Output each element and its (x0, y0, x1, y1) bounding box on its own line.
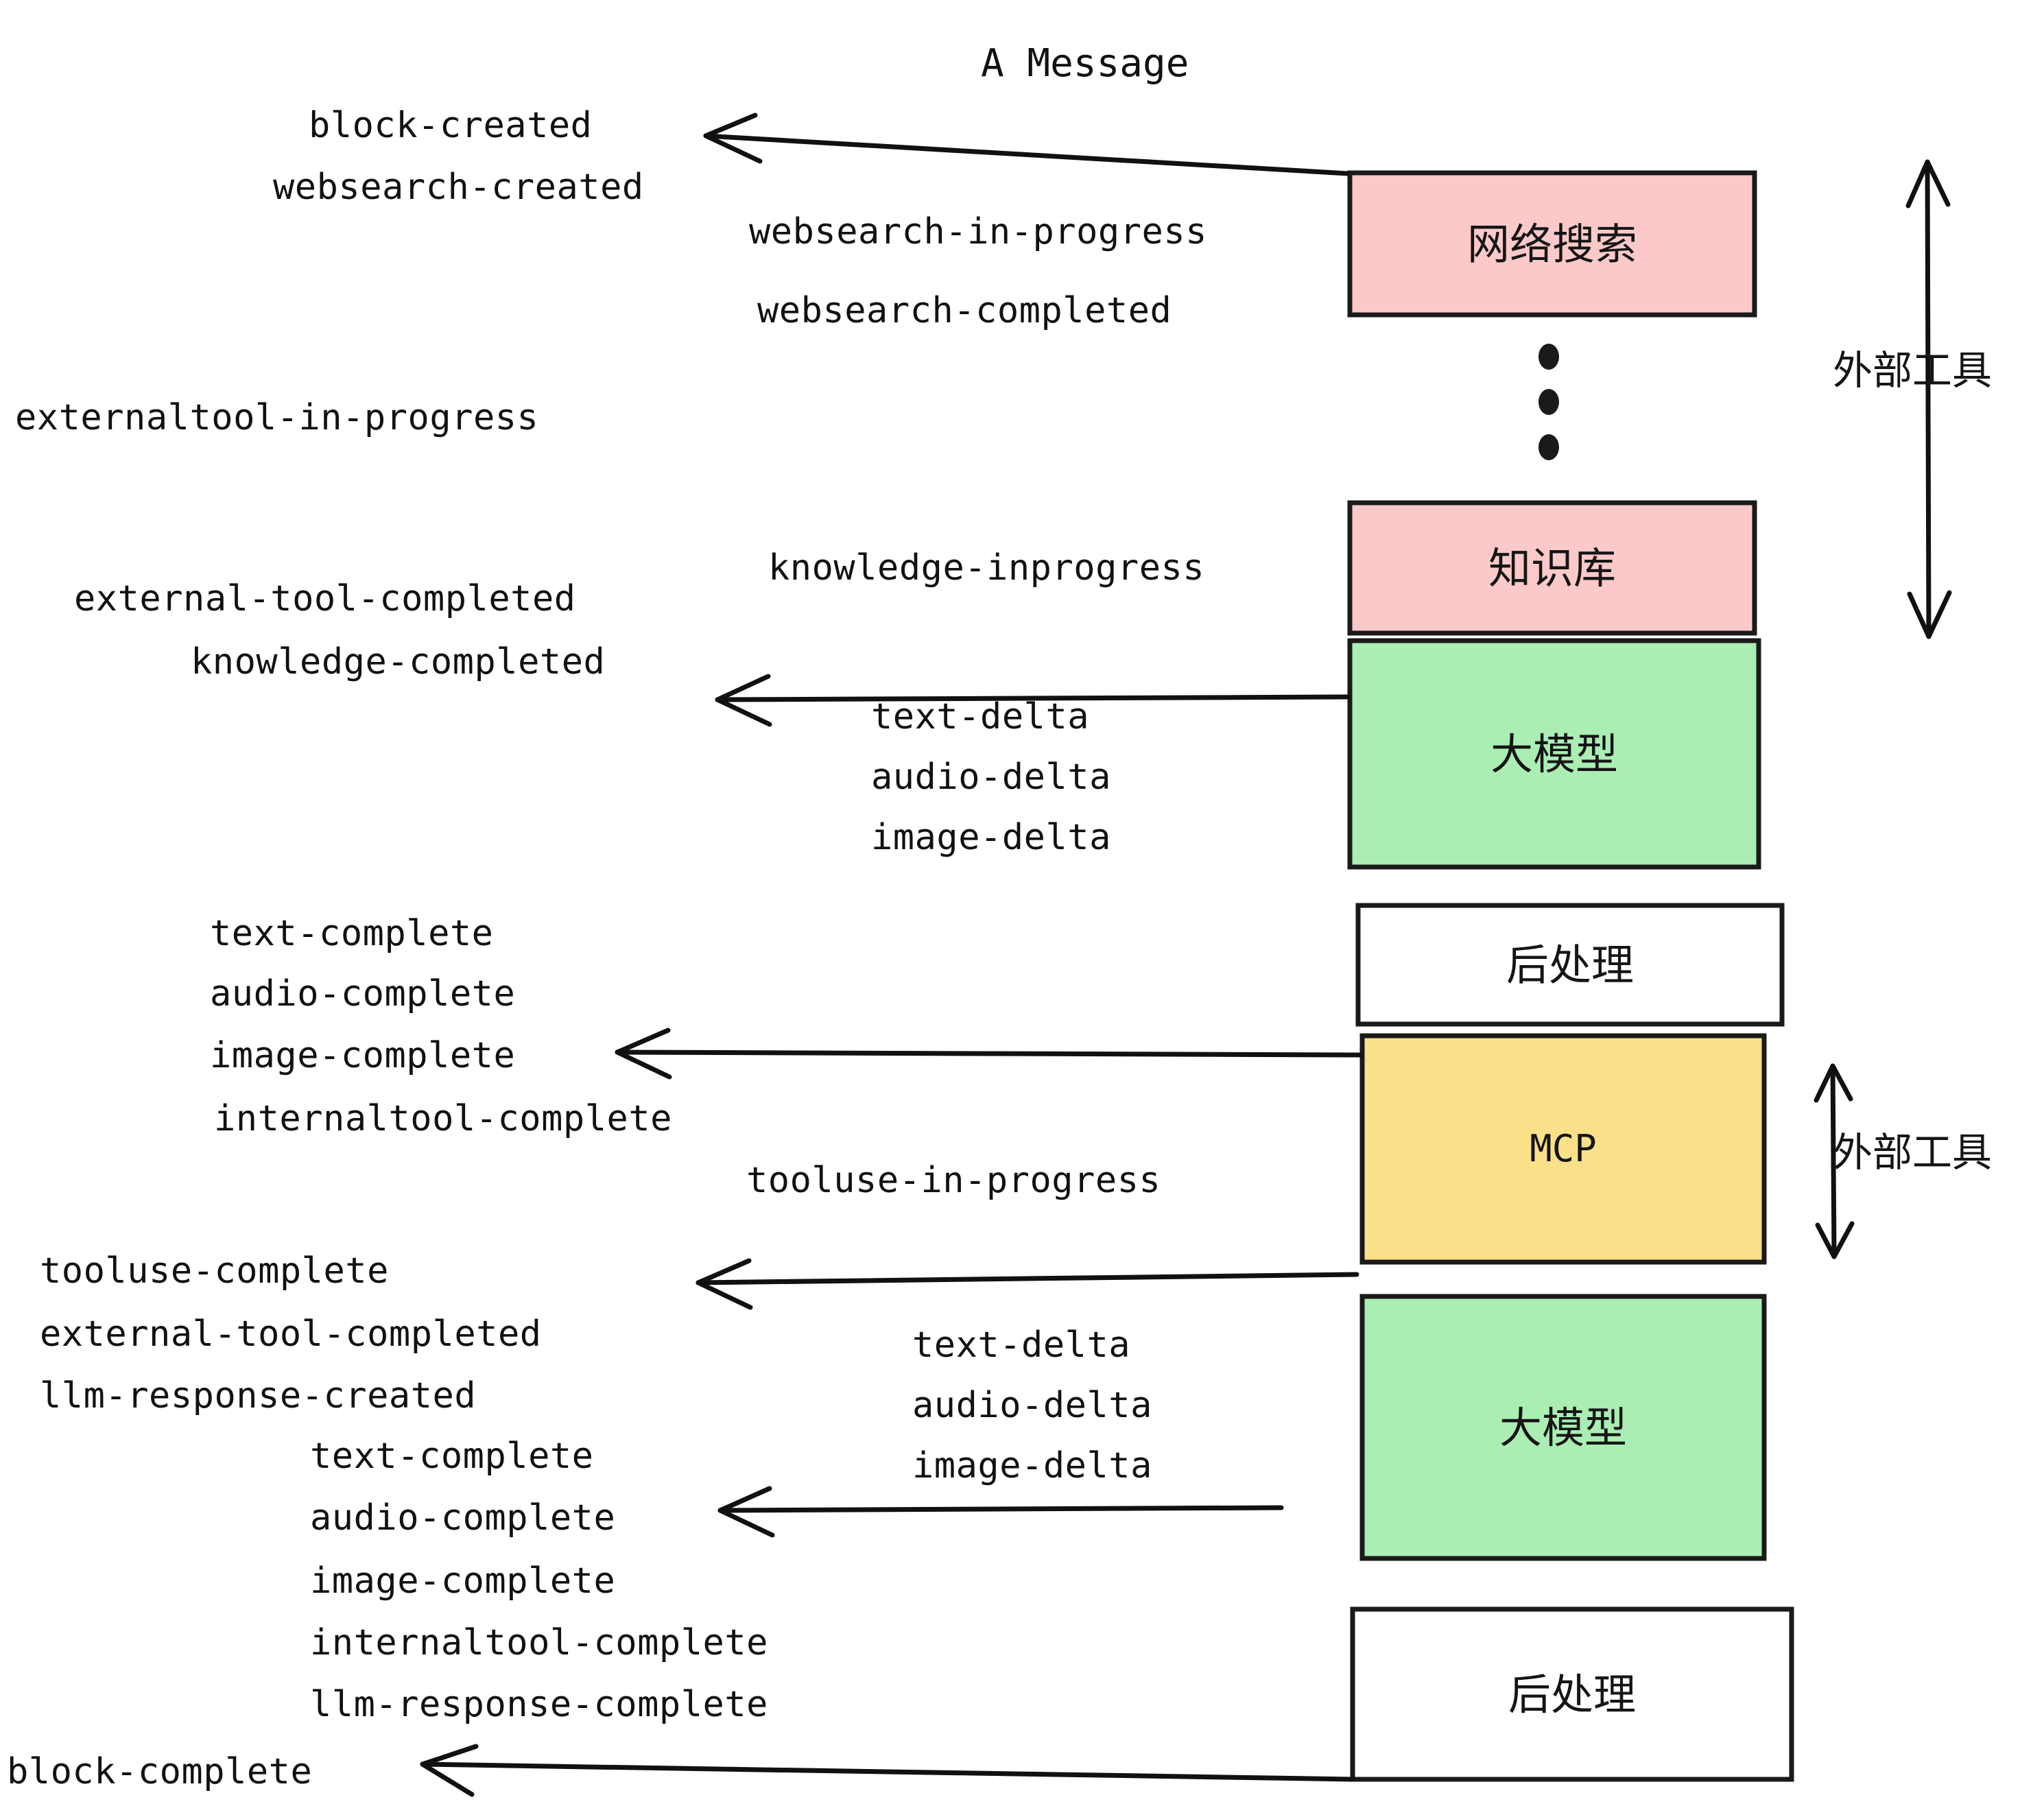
event-label-externaltool-in-progress: externaltool-in-progress (15, 397, 538, 438)
event-label-external-tool-completed-2: external-tool-completed (40, 1314, 542, 1355)
event-label-knowledge-inprogress: knowledge-inprogress (768, 547, 1204, 589)
event-label-audio-delta-1: audio-delta (871, 757, 1111, 798)
event-label-image-delta-1: image-delta (871, 817, 1111, 858)
node-postprocess-first[interactable]: 后处理 (1355, 903, 1785, 1027)
event-label-audio-complete-2: audio-complete (310, 1497, 615, 1539)
node-box-postprocess-second[interactable] (1350, 1606, 1794, 1782)
arrow-audio-complete (717, 1486, 1284, 1538)
event-label-llm-response-complete: llm-response-complete (310, 1684, 768, 1725)
node-label-llm-second: 大模型 (1499, 1403, 1627, 1453)
event-label-layer: block-created websearch-created websearch-… (7, 105, 1207, 1792)
node-label-llm-first: 大模型 (1490, 729, 1618, 779)
node-knowledge[interactable]: 知识库 (1347, 500, 1757, 636)
event-label-tooluse-complete: tooluse-complete (40, 1250, 389, 1292)
node-label-postprocess-first: 后处理 (1506, 940, 1634, 990)
arrow-tooluse-complete (696, 1258, 1359, 1310)
event-label-audio-delta-2: audio-delta (912, 1385, 1152, 1426)
group-label-external-tool-bottom: 外部工具 (1833, 1129, 1992, 1176)
node-websearch[interactable]: 网络搜索 (1347, 170, 1757, 318)
node-mcp[interactable]: MCP (1359, 1033, 1767, 1265)
event-label-tooluse-in-progress: tooluse-in-progress (746, 1160, 1161, 1201)
event-label-image-delta-2: image-delta (912, 1445, 1152, 1486)
event-label-text-complete-1: text-complete (210, 913, 494, 954)
event-label-block-complete: block-complete (7, 1751, 312, 1792)
node-label-mcp: MCP (1530, 1127, 1597, 1170)
event-label-text-delta-1: text-delta (871, 696, 1089, 737)
event-label-text-complete-2: text-complete (310, 1436, 594, 1477)
ellipsis-dot (1538, 389, 1559, 415)
event-label-websearch-in-progress: websearch-in-progress (749, 211, 1207, 252)
node-box-knowledge[interactable] (1347, 500, 1757, 636)
arrow-block-created (703, 112, 1351, 176)
node-box-postprocess-first[interactable] (1355, 903, 1785, 1027)
node-box-mcp[interactable] (1359, 1033, 1767, 1265)
event-label-block-created: block-created (309, 105, 593, 146)
event-label-knowledge-completed: knowledge-completed (191, 641, 605, 683)
node-llm-first[interactable]: 大模型 (1347, 638, 1761, 870)
event-label-websearch-completed: websearch-completed (757, 290, 1172, 331)
group-arrow-external-tool-bottom (1814, 1063, 1855, 1259)
ellipsis-dot (1538, 344, 1559, 370)
page-title: A Message (981, 41, 1189, 86)
event-label-llm-response-created: llm-response-created (40, 1375, 476, 1416)
node-box-llm-first[interactable] (1347, 638, 1761, 870)
group-arrow-external-tool-top (1905, 159, 1952, 639)
node-label-knowledge: 知识库 (1488, 543, 1616, 593)
event-label-text-delta-2: text-delta (912, 1325, 1130, 1366)
node-postprocess-second[interactable]: 后处理 (1350, 1606, 1794, 1782)
event-label-internaltool-complete-2: internaltool-complete (310, 1622, 768, 1663)
event-label-websearch-created: websearch-created (273, 167, 644, 208)
node-box-websearch[interactable] (1347, 170, 1757, 318)
arrow-image-complete (615, 1028, 1364, 1080)
arrow-block-complete (420, 1744, 1355, 1797)
event-label-external-tool-completed-1: external-tool-completed (74, 578, 576, 619)
ellipsis-dot (1538, 434, 1559, 460)
node-box-llm-second[interactable] (1359, 1294, 1767, 1561)
group-label-external-tool-top: 外部工具 (1833, 347, 1992, 394)
node-label-postprocess-second: 后处理 (1508, 1670, 1636, 1720)
event-label-image-complete-2: image-complete (310, 1560, 615, 1602)
node-label-websearch: 网络搜索 (1467, 219, 1637, 270)
event-label-image-complete-1: image-complete (210, 1035, 515, 1076)
event-label-audio-complete-1: audio-complete (210, 973, 515, 1014)
node-llm-second[interactable]: 大模型 (1359, 1294, 1767, 1561)
event-label-internaltool-complete-1: internaltool-complete (214, 1098, 672, 1139)
arrow-knowledge-completed (715, 674, 1351, 727)
